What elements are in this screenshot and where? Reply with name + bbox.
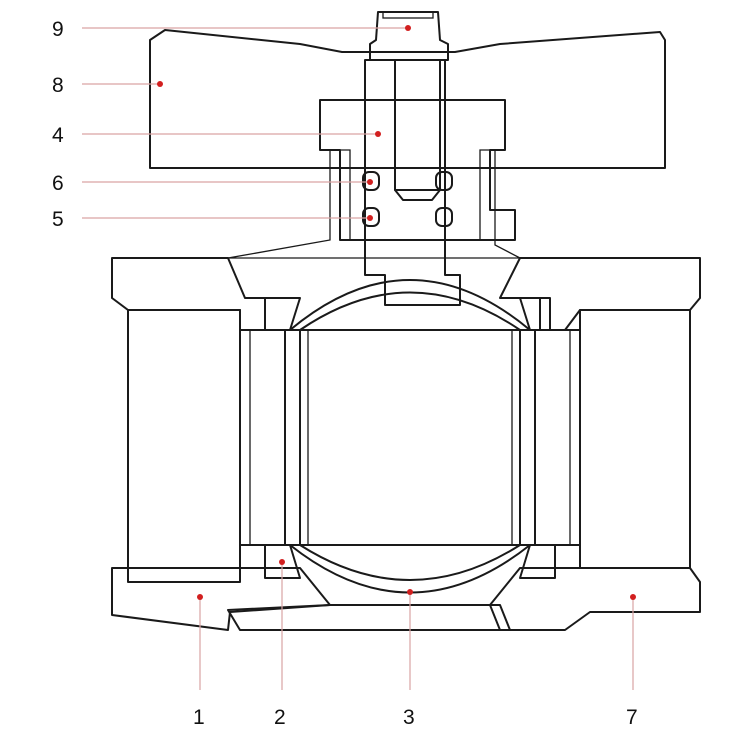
marker-4 [375, 131, 381, 137]
marker-2 [279, 559, 285, 565]
body-left-bottom [111, 567, 331, 631]
bore-left [127, 309, 241, 569]
label-part-5: 5 [52, 208, 64, 231]
body-neck [227, 149, 521, 259]
label-part-9: 9 [52, 18, 64, 41]
marker-3 [407, 589, 413, 595]
label-part-2: 2 [274, 706, 286, 729]
ball-bore [299, 329, 521, 546]
marker-1 [197, 594, 203, 600]
nut-part-9 [369, 11, 449, 61]
gland-body [319, 99, 516, 241]
body-right-bottom [489, 567, 701, 631]
marker-7 [630, 594, 636, 600]
label-part-7: 7 [626, 706, 638, 729]
ball-part-3 [289, 279, 531, 331]
label-part-3: 3 [403, 706, 415, 729]
o-ring-part-6-right [435, 171, 453, 191]
label-part-1: 1 [193, 706, 205, 729]
seat-right-bottom [519, 544, 556, 579]
marker-5 [367, 215, 373, 221]
body-bottom [227, 604, 511, 631]
marker-9 [405, 25, 411, 31]
ball-part-3-bottom [289, 544, 531, 594]
body-left [111, 257, 266, 331]
label-part-6: 6 [52, 172, 64, 195]
body-right [499, 257, 701, 331]
label-part-4: 4 [52, 124, 64, 147]
o-ring-part-5-left [362, 207, 380, 227]
o-ring-part-5-right [435, 207, 453, 227]
marker-8 [157, 81, 163, 87]
bore-right [579, 309, 691, 569]
o-ring-part-6-left [362, 171, 380, 191]
label-part-8: 8 [52, 74, 64, 97]
handle-part-8 [149, 29, 666, 169]
stem-part-4 [364, 59, 461, 306]
marker-6 [367, 179, 373, 185]
